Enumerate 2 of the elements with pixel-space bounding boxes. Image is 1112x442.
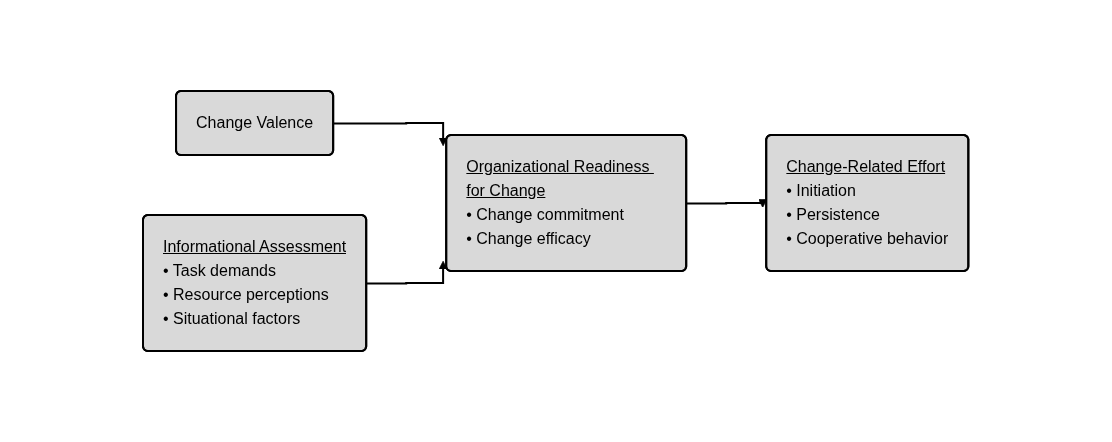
arrow — [366, 260, 448, 285]
arrow — [333, 122, 448, 147]
